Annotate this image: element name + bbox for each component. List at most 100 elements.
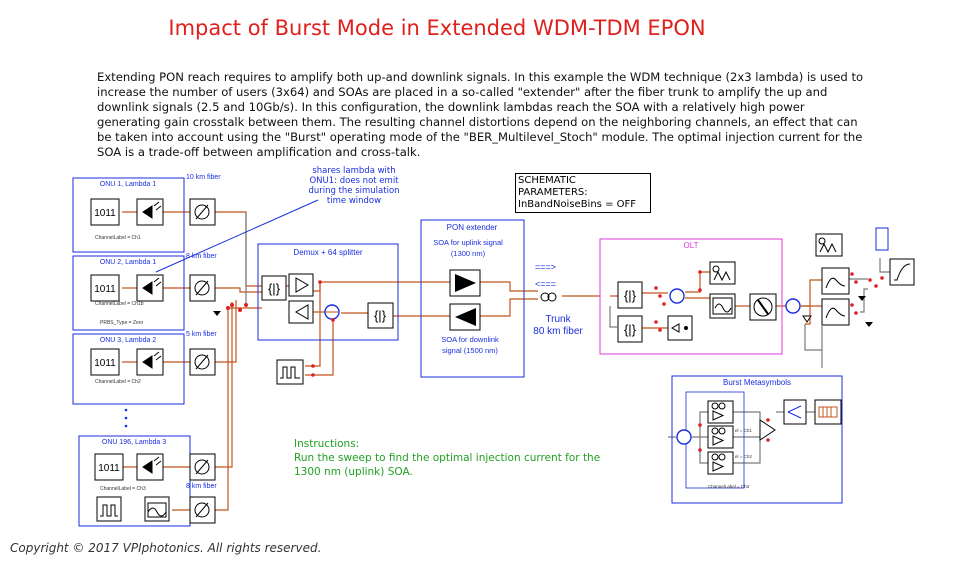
olt-attenuator-icon[interactable]	[749, 293, 777, 321]
termination-icon	[213, 311, 221, 316]
burst-metasymbols-box: Burst Metasymbols el = Ch1 el = Ch2 Chan…	[671, 375, 843, 504]
onu-3-box: ONU 3, Lambda 2 ChannelLabel = Ch2	[72, 333, 185, 405]
prbs-block-onu196[interactable]: 1011	[94, 453, 124, 481]
svg-text:1011: 1011	[98, 463, 120, 474]
termination-icon	[865, 322, 873, 327]
burst-receiver-2-icon[interactable]	[707, 425, 734, 449]
onu-196-label: ONU 196, Lambda 3	[102, 439, 166, 446]
uplink-soa-label-2: (1300 nm)	[451, 249, 486, 258]
fiber-icon[interactable]	[189, 348, 216, 376]
laser-transmitter-icon[interactable]	[136, 274, 164, 302]
coupler-icon[interactable]	[324, 304, 340, 320]
olt-demux-icon[interactable]: {|}	[617, 281, 643, 309]
burst-receiver-1-icon[interactable]	[707, 400, 734, 424]
onu-1-channel: ChannelLabel = Ch1	[95, 235, 141, 241]
copyright-text: Copyright © 2017 VPIphotonics. All right…	[10, 541, 322, 555]
note-pointer-line	[155, 199, 319, 273]
svg-text:{|}: {|}	[374, 308, 387, 323]
uplink-arrow: ===>	[535, 262, 556, 272]
page-title: Impact of Burst Mode in Extended WDM-TDM…	[168, 16, 706, 40]
olt-scope-icon[interactable]	[709, 261, 736, 285]
prbs-block-onu1[interactable]: 1011	[90, 198, 120, 226]
burst-receiver-3-icon[interactable]	[707, 451, 734, 475]
spectrum-analyzer-icon[interactable]	[144, 496, 170, 522]
mux-filter-icon[interactable]: {|}	[367, 302, 394, 329]
termination-icon	[802, 315, 812, 323]
burst-label: Burst Metasymbols	[723, 378, 791, 387]
receiver-2-icon[interactable]	[821, 298, 850, 326]
fiber-icon[interactable]	[189, 274, 216, 302]
splitter-icon[interactable]	[288, 273, 314, 297]
onu-2-channel: ChannelLabel = Ch1b	[95, 301, 144, 307]
onu-3-label: ONU 3, Lambda 2	[100, 337, 157, 344]
onu-2-label: ONU 2, Lambda 1	[100, 259, 157, 266]
splitter-icon[interactable]	[288, 300, 314, 324]
instructions-box: Instructions: Run the sweep to find the …	[294, 437, 624, 479]
onu-2-prbs-type: PRBS_Type = Zero	[100, 320, 143, 326]
laser-transmitter-icon[interactable]	[136, 453, 164, 481]
termination-icon	[858, 296, 866, 301]
uplink-soa-icon[interactable]	[449, 269, 481, 297]
demux-filter-icon[interactable]: {|}	[261, 275, 287, 301]
instructions-heading: Instructions:	[294, 438, 360, 450]
parameters-heading: SCHEMATIC PARAMETERS:	[518, 175, 588, 198]
post-olt-coupler-icon[interactable]	[785, 298, 801, 314]
olt-coupler-icon[interactable]	[669, 288, 685, 304]
demux-label: Demux + 64 splitter	[293, 248, 362, 257]
shared-lambda-note: shares lambda with ONU1: does not emit d…	[308, 166, 400, 206]
uplink-soa-label-1: SOA for uplink signal	[433, 238, 503, 247]
schematic-parameters-box[interactable]: SCHEMATIC PARAMETERS: InBandNoiseBins = …	[515, 173, 651, 213]
ber-meter-icon[interactable]	[889, 258, 915, 286]
sweep-parameter-icon[interactable]	[875, 227, 889, 251]
extender-label: PON extender	[447, 223, 498, 232]
fiber-label-1: 10 km fiber	[186, 174, 221, 181]
onu-3-channel: ChannelLabel = Ch2	[95, 379, 141, 385]
laser-transmitter-icon[interactable]	[136, 198, 164, 226]
instructions-body: Run the sweep to find the optimal inject…	[294, 452, 601, 478]
optical-scope-icon[interactable]	[276, 359, 304, 385]
onu-196-channel: ChannelLabel = Ch3	[100, 486, 146, 492]
fiber-label-3: 5 km fiber	[186, 331, 217, 338]
svg-text:1011: 1011	[94, 284, 116, 295]
olt-label: OLT	[684, 241, 699, 250]
fiber-label-196: 8 km fiber	[186, 483, 217, 490]
receiver-scope-icon[interactable]	[815, 233, 843, 257]
fiber-icon[interactable]	[189, 198, 216, 226]
trunk-length-label: 80 km fiber	[533, 326, 583, 337]
trunk-label: Trunk	[545, 314, 571, 325]
oscilloscope-icon[interactable]	[96, 496, 122, 522]
fiber-icon[interactable]	[189, 453, 216, 481]
svg-text:{|}: {|}	[268, 281, 281, 296]
demux-box: Demux + 64 splitter	[257, 243, 399, 341]
electrical-wires	[245, 212, 890, 464]
trunk-fiber-spool-icon[interactable]	[540, 292, 557, 302]
burst-buffer-icon[interactable]	[814, 399, 842, 425]
downlink-arrow: <===	[535, 279, 556, 289]
onu-2-box: ONU 2, Lambda 1 ChannelLabel = Ch1b PRBS…	[72, 255, 185, 331]
description-text: Extending PON reach requires to amplify …	[97, 70, 864, 159]
olt-filter-icon[interactable]	[709, 293, 736, 319]
fiber-label-2: 8 km fiber	[186, 253, 217, 260]
fiber-icon[interactable]	[189, 496, 216, 524]
olt-mux-icon[interactable]: {|}	[617, 315, 643, 343]
prbs-block-onu2[interactable]: 1011	[90, 274, 120, 302]
parameters-line: InBandNoiseBins = OFF	[518, 199, 636, 210]
svg-text:1011: 1011	[94, 208, 116, 219]
burst-coupler-icon[interactable]	[676, 429, 692, 445]
olt-transmitter-icon[interactable]	[667, 315, 693, 341]
onu-1-box: ONU 1, Lambda 1 ChannelLabel = Ch1	[72, 177, 185, 253]
olt-box: OLT	[599, 238, 783, 355]
prbs-block-onu3[interactable]: 1011	[90, 348, 120, 376]
receiver-1-icon[interactable]	[821, 267, 850, 295]
burst-combiner-icon[interactable]	[759, 419, 776, 441]
connector-dots	[226, 270, 884, 452]
svg-text:{|}: {|}	[624, 288, 637, 303]
burst-switch-icon[interactable]	[783, 399, 807, 425]
pon-extender-box: PON extender SOA for uplink signal (1300…	[420, 219, 525, 378]
burst-channel-3: ChannelLabel = Ch3	[708, 484, 750, 489]
svg-text:1011: 1011	[94, 358, 116, 369]
onu-196-box: ONU 196, Lambda 3 ChannelLabel = Ch3	[78, 435, 191, 527]
laser-transmitter-icon[interactable]	[136, 348, 164, 376]
downlink-soa-icon[interactable]	[449, 303, 481, 331]
